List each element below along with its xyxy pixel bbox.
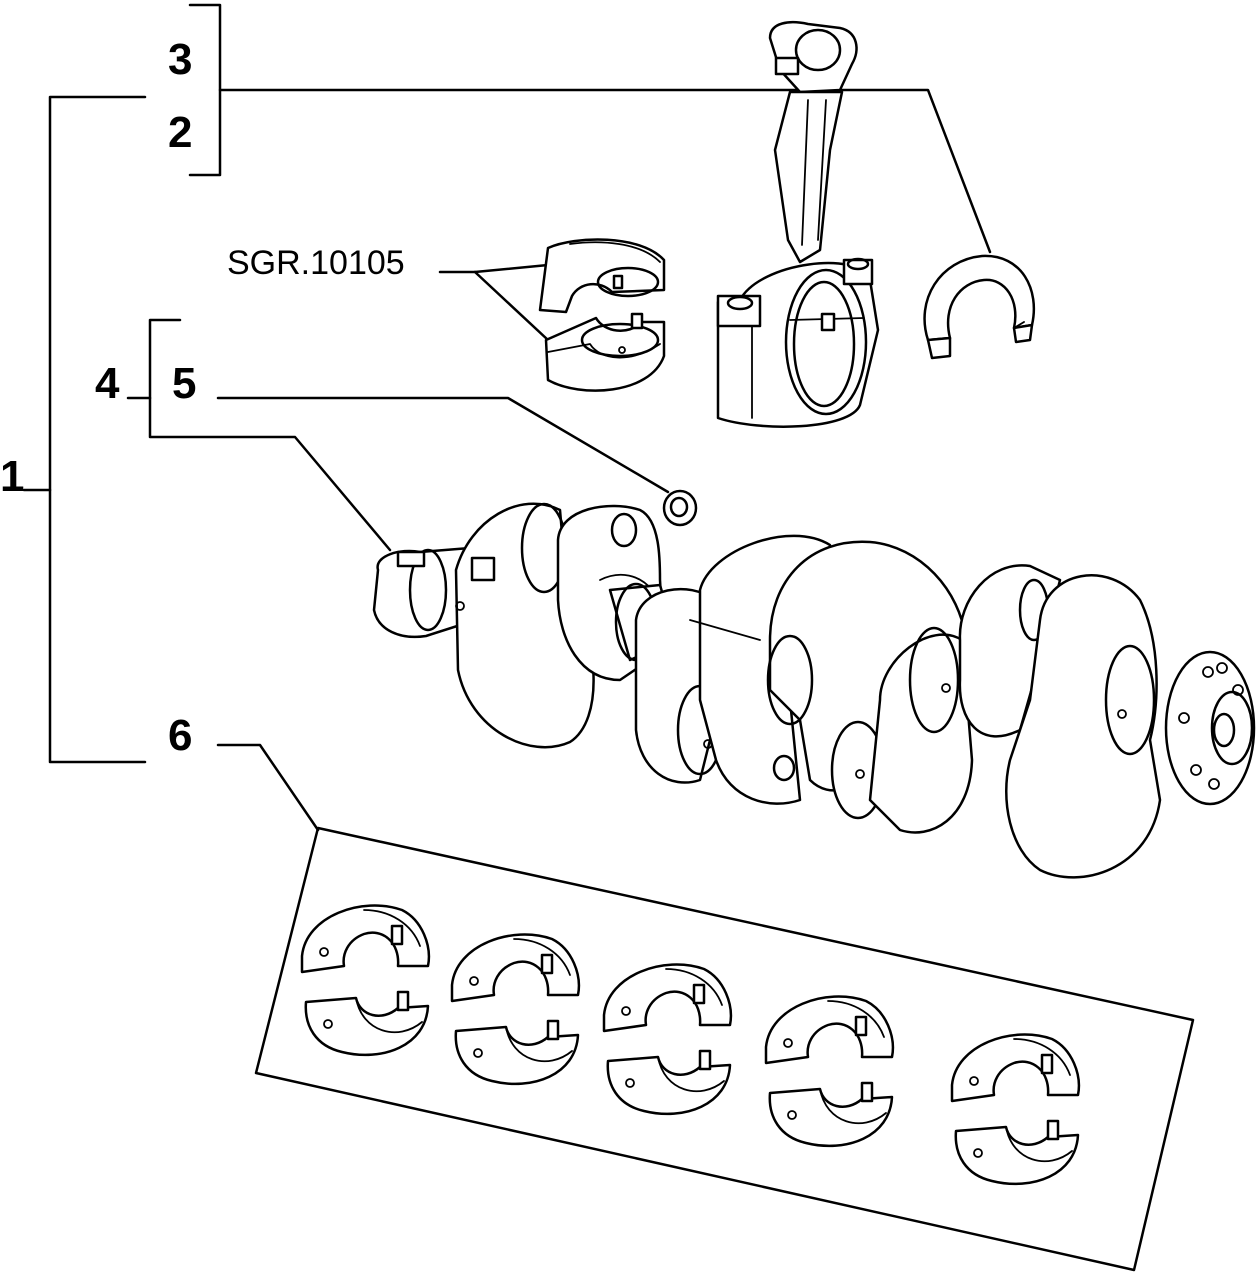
label-part-5: 5: [172, 359, 196, 408]
label-part-6: 6: [168, 711, 192, 760]
bracket-3-2: [188, 3, 222, 177]
crankshaft-icon: [372, 502, 1256, 879]
leader-6-to-box: [216, 743, 320, 832]
main-bearing-icon: [764, 995, 895, 1148]
label-part-3: 3: [168, 35, 192, 84]
main-bearing-icon: [602, 963, 733, 1116]
connecting-rod-icon: [716, 21, 880, 428]
main-bearing-icon: [950, 1033, 1081, 1186]
kit-box-outline: [254, 826, 1195, 1272]
leader-code-lower: [473, 270, 550, 342]
leader-3-2-to-washer: [218, 88, 992, 254]
bushing-icon: [662, 489, 698, 527]
label-part-1: 1: [0, 452, 24, 501]
rod-bearing-icon: [538, 238, 666, 392]
main-bearing-kit-box: [254, 826, 1195, 1272]
label-part-2: 2: [168, 108, 192, 157]
thrust-washer-icon: [923, 254, 1036, 360]
main-bearing-icon: [300, 904, 431, 1057]
leader-code-upper: [438, 263, 550, 274]
part-labels: 3 2 1 4 5 6 SGR.10105: [0, 35, 405, 760]
leader-5-to-bushing: [216, 396, 670, 494]
leader-lines: [22, 3, 992, 832]
label-part-4: 4: [95, 359, 120, 408]
main-bearing-icon: [450, 933, 581, 1086]
bracket-1: [48, 95, 147, 764]
bracket-4-to-crankshaft: [148, 318, 392, 552]
label-part-code: SGR.10105: [227, 244, 405, 282]
